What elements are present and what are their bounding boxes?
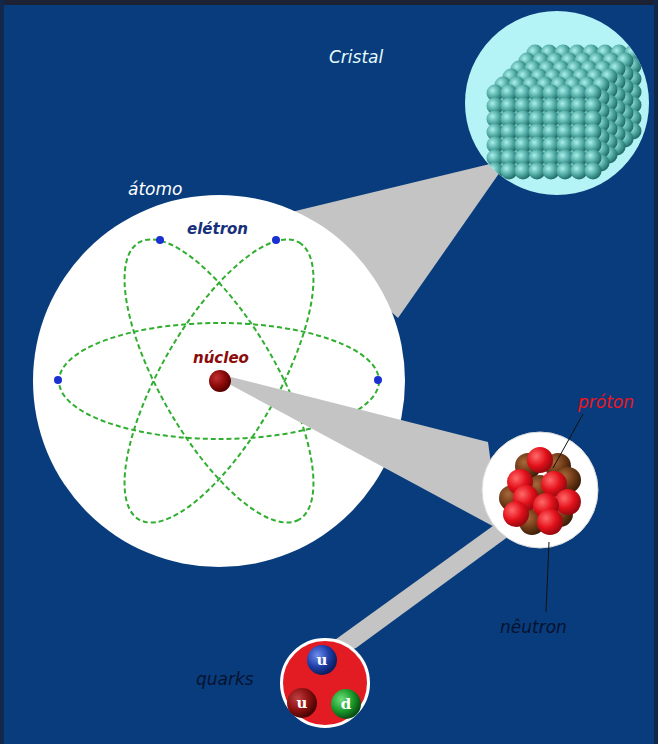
- node-outline: [465, 11, 649, 195]
- left-frame: [0, 0, 4, 744]
- crystal-lattice: [487, 45, 642, 180]
- nucleus-dot: [209, 370, 231, 392]
- leader-line: [553, 414, 583, 468]
- atom-title: átomo: [128, 179, 182, 199]
- electron-label: elétron: [185, 220, 250, 238]
- right-frame: [654, 0, 658, 744]
- proton-label: próton: [578, 392, 634, 412]
- proton-sphere: [527, 447, 553, 473]
- quark-sphere: [331, 689, 361, 719]
- neutron-label: nêutron: [500, 617, 567, 637]
- proton-sphere: [537, 509, 563, 535]
- electron-orbit: [89, 213, 349, 548]
- proton-sphere: [503, 501, 529, 527]
- quark-node: u: [307, 645, 337, 675]
- quark-circle-node: quarksuud: [280, 638, 370, 728]
- quark-letter: u: [287, 688, 317, 718]
- crystal-title: Cristal: [329, 47, 383, 67]
- atom-circle: [33, 195, 405, 567]
- electron-dot: [272, 236, 280, 244]
- electron-orbit: [89, 213, 349, 548]
- quark-node: u: [287, 688, 317, 718]
- nucleon-cluster: [499, 447, 581, 535]
- electron-dot: [374, 376, 382, 384]
- crystal-atom-sphere: [585, 163, 602, 180]
- crystal-circle-node: Cristal: [465, 11, 649, 195]
- atom-circle-node: átomo: [33, 195, 405, 567]
- leader-line: [546, 542, 549, 612]
- top-frame: [0, 0, 658, 5]
- crystal-circle: [465, 11, 649, 195]
- nucleus-zoom-circle: [482, 432, 598, 548]
- quark-sphere: [287, 688, 317, 718]
- quark-letter: u: [307, 645, 337, 675]
- quark-letter: d: [331, 689, 361, 719]
- quark-circle: [282, 640, 369, 727]
- quark-node: d: [331, 689, 361, 719]
- proton-sphere: [555, 489, 581, 515]
- electron-dot: [54, 376, 62, 384]
- node-outline: [33, 195, 405, 567]
- quark-sphere: [307, 645, 337, 675]
- electron-orbit: [59, 323, 379, 439]
- electron-dot: [156, 236, 164, 244]
- quarks-title: quarks: [196, 669, 254, 689]
- nucleus-label: núcleo: [191, 349, 251, 367]
